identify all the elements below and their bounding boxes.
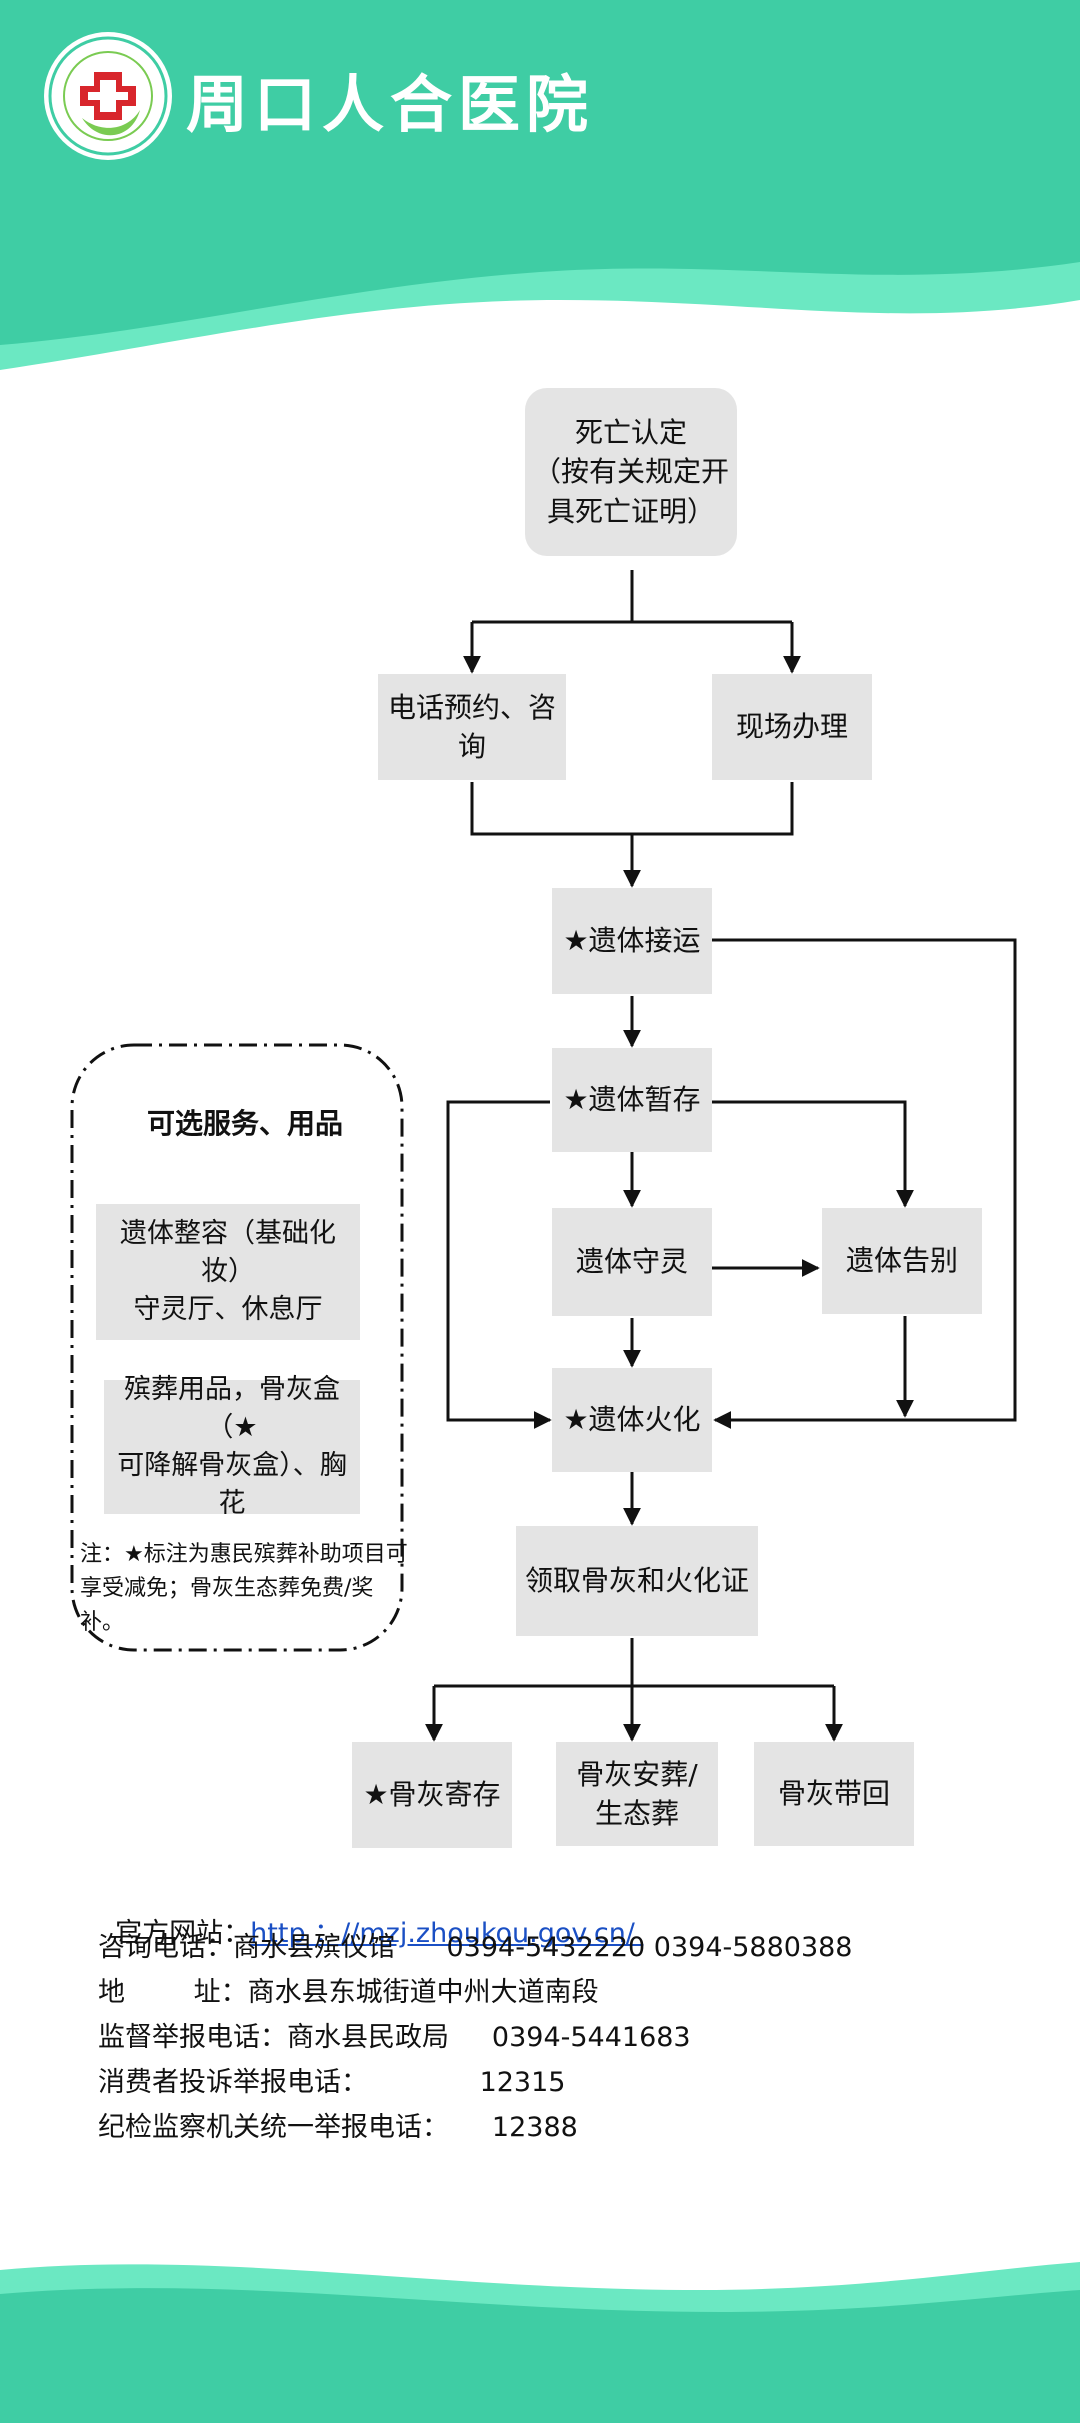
website-link[interactable]: http ：//mzj.zhoukou.gov.cn/ <box>250 1918 644 1949</box>
optional-item-supplies: 殡葬用品，骨灰盒（★ 可降解骨灰盒）、胸花 <box>104 1374 360 1519</box>
death-certification-box: 死亡认定 （按有关规定开 具死亡证明） <box>525 388 737 556</box>
ash-burial-box: 骨灰安葬/ 生态葬 <box>556 1742 718 1846</box>
ash-take-home-box: 骨灰带回 <box>754 1742 914 1846</box>
farewell-box: 遗体告别 <box>822 1208 982 1314</box>
body-transport-box: ★遗体接运 <box>552 888 712 994</box>
optional-item-cosmetics: 遗体整容（基础化妆） 守灵厅、休息厅 <box>96 1204 360 1340</box>
website-label: 官方网站： <box>115 1918 251 1949</box>
ash-storage-box: ★骨灰寄存 <box>352 1742 512 1848</box>
optional-services-title: 可选服务、用品 <box>146 1107 343 1140</box>
onsite-handling-box: 现场办理 <box>712 674 872 780</box>
collect-ashes-box: 领取骨灰和火化证 <box>516 1526 758 1636</box>
header-banner <box>0 0 1080 400</box>
subsidy-note: 注：★标注为惠民殡葬补助项目可 享受减免；骨灰生态葬免费/奖补。 <box>80 1542 408 1636</box>
footer-banner <box>0 2262 1080 2423</box>
supervision-phone-line: 监督举报电话：商水县民政局 0394-5441683 <box>98 2022 691 2053</box>
hospital-logo <box>44 32 172 160</box>
consult-phone-line: 咨询电话：商水县殡仪馆 0394-5432220 0394-5880388 <box>98 1932 853 1963</box>
discipline-phone-line: 纪检监察机关统一举报电话： 12388 <box>98 2112 578 2143</box>
consumer-phone-line: 消费者投诉举报电话： 12315 <box>98 2067 566 2098</box>
cremation-box: ★遗体火化 <box>552 1368 712 1472</box>
body-storage-box: ★遗体暂存 <box>552 1048 712 1152</box>
hospital-title: 周口人合医院 <box>186 68 595 141</box>
address-line: 地 址：商水县东城街道中州大道南段 <box>98 1977 599 2008</box>
phone-booking-box: 电话预约、咨询 <box>378 674 566 780</box>
website-line: 官方网站：http ：//mzj.zhoukou.gov.cn/ <box>98 1880 644 1950</box>
vigil-box: 遗体守灵 <box>552 1208 712 1316</box>
